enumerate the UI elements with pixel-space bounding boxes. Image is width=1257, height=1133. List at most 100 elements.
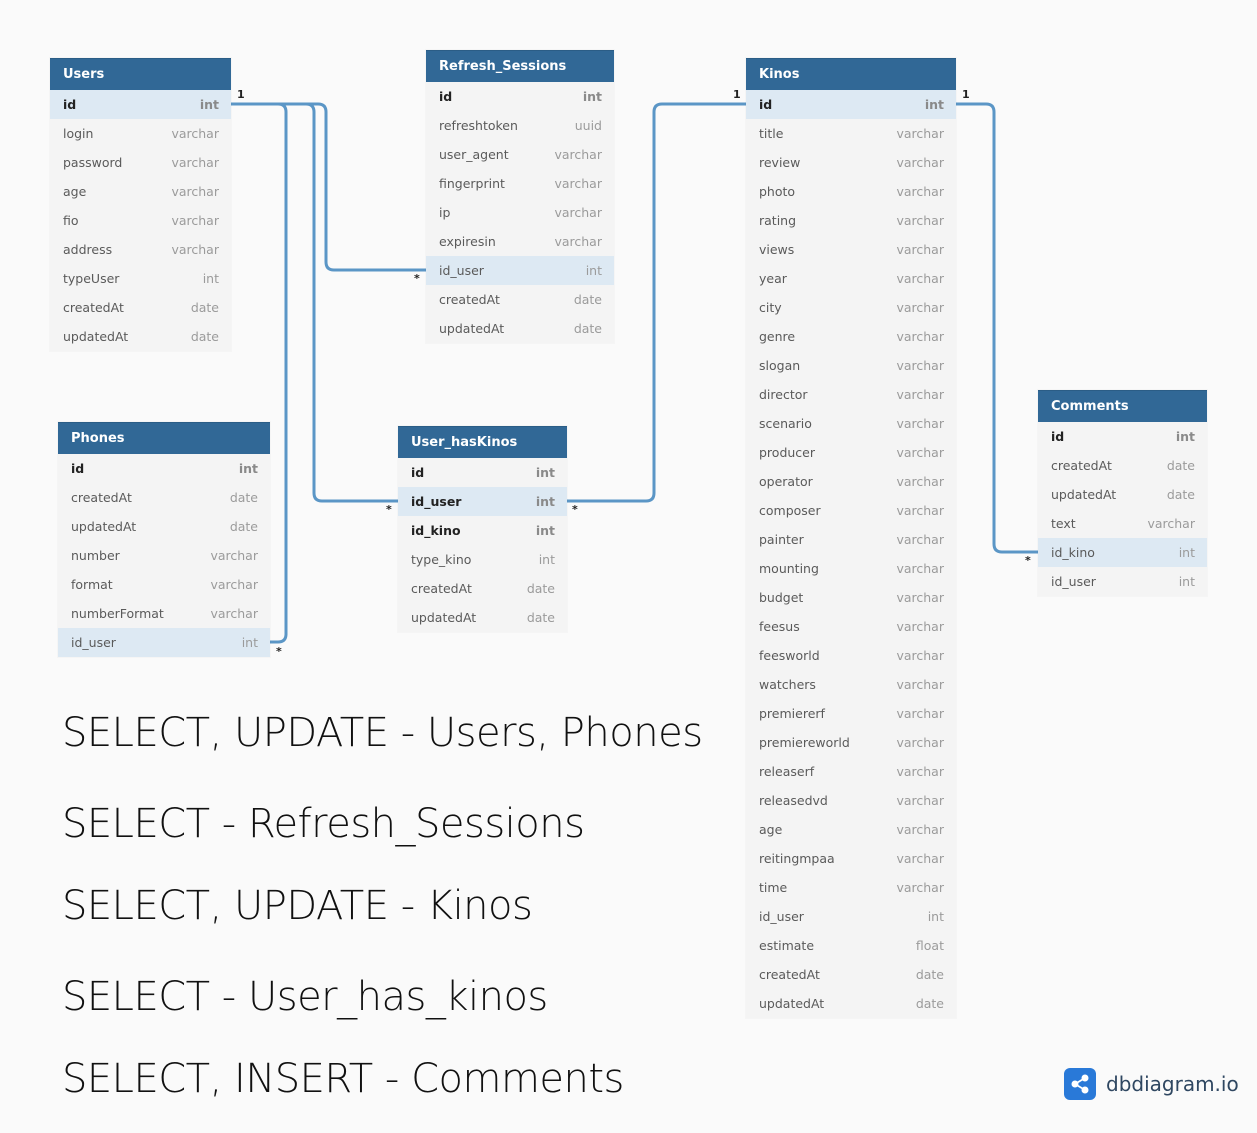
brand-name: dbdiagram.io: [1106, 1072, 1239, 1096]
note-comments: SELECT, INSERT - Comments: [62, 1056, 624, 1102]
note-users-phones: SELECT, UPDATE - Users, Phones: [62, 710, 703, 756]
table-refresh-sessions-header[interactable]: Refresh_Sessions: [426, 50, 614, 82]
table-phones-header[interactable]: Phones: [58, 422, 270, 454]
cardinality-many-comments: *: [1025, 554, 1031, 567]
cardinality-many-user-haskinos-right: *: [572, 503, 578, 516]
cardinality-many-refresh-sessions: *: [414, 272, 420, 285]
table-users-header[interactable]: Users: [50, 58, 231, 90]
brand-logo[interactable]: dbdiagram.io: [1064, 1068, 1239, 1100]
table-kinos-header[interactable]: Kinos: [746, 58, 956, 90]
cardinality-many-phones: *: [276, 645, 282, 658]
table-comments-header[interactable]: Comments: [1038, 390, 1207, 422]
cardinality-many-user-haskinos-left: *: [386, 503, 392, 516]
note-refresh-sessions: SELECT - Refresh_Sessions: [62, 801, 585, 847]
share-nodes-icon: [1064, 1068, 1096, 1100]
table-user-haskinos-header[interactable]: User_hasKinos: [398, 426, 567, 458]
cardinality-one-users: 1: [237, 88, 245, 101]
link-kinos-user-haskinos: [567, 102, 746, 503]
cardinality-one-kinos-left: 1: [733, 88, 741, 101]
cardinality-one-kinos-right: 1: [962, 88, 970, 101]
link-users-user-haskinos: [231, 102, 398, 503]
note-user-has-kinos: SELECT - User_has_kinos: [62, 974, 548, 1020]
link-users-refresh-sessions: [231, 102, 426, 272]
